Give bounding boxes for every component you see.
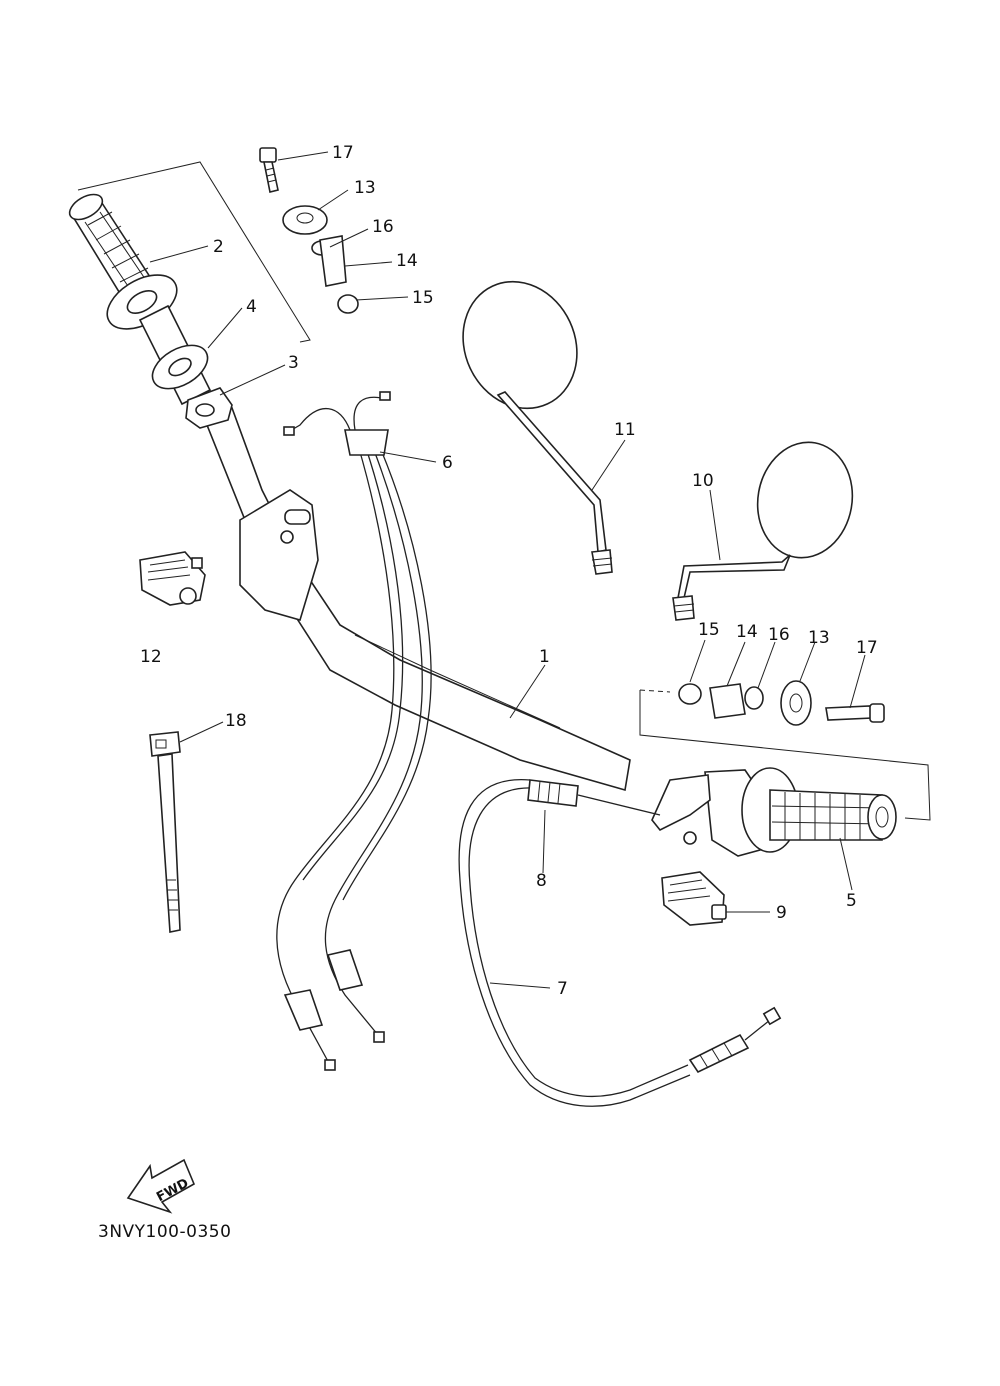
switch-left xyxy=(139,551,206,606)
mirror-right xyxy=(672,441,854,621)
callout-18: 18 xyxy=(225,711,247,731)
callout-17-right: 17 xyxy=(856,638,878,658)
callout-9: 9 xyxy=(776,903,787,923)
throttle-cables xyxy=(276,391,432,1071)
callout-2: 2 xyxy=(213,237,224,257)
callout-14-right: 14 xyxy=(736,622,758,642)
callout-16-right: 16 xyxy=(768,625,790,645)
right-grip xyxy=(651,767,897,857)
callout-3: 3 xyxy=(288,353,299,373)
callout-5: 5 xyxy=(846,891,857,911)
callout-14: 14 xyxy=(396,251,418,271)
callout-10: 10 xyxy=(692,471,714,491)
throttle-tube xyxy=(138,304,233,429)
callout-7: 7 xyxy=(557,979,568,999)
switch-right xyxy=(661,871,727,926)
clutch-cable xyxy=(458,779,782,1107)
mirror-left xyxy=(462,280,613,575)
callout-12: 12 xyxy=(140,647,162,667)
callout-13: 13 xyxy=(354,178,376,198)
callout-4: 4 xyxy=(246,297,257,317)
callout-11: 11 xyxy=(614,420,636,440)
handlebar xyxy=(203,406,631,792)
callout-17: 17 xyxy=(332,143,354,163)
drawing-code: 3NVY100-0350 xyxy=(98,1222,232,1242)
callout-labels: 1 2 3 4 5 6 7 8 9 10 11 12 13 14 15 16 1… xyxy=(140,143,878,999)
left-end-fittings xyxy=(259,147,359,314)
callout-16: 16 xyxy=(372,217,394,237)
callout-1: 1 xyxy=(539,647,550,667)
cable-tie xyxy=(149,731,181,933)
right-end-fittings xyxy=(639,680,931,821)
leader-lines xyxy=(149,151,866,989)
left-grip xyxy=(68,193,178,330)
callout-13-right: 13 xyxy=(808,628,830,648)
callout-15: 15 xyxy=(412,288,434,308)
assembly-bracket-left xyxy=(77,161,311,343)
fwd-arrow-icon: FWD xyxy=(126,1158,196,1214)
callout-6: 6 xyxy=(442,453,453,473)
callout-15-right: 15 xyxy=(698,620,720,640)
callout-8: 8 xyxy=(536,871,547,891)
